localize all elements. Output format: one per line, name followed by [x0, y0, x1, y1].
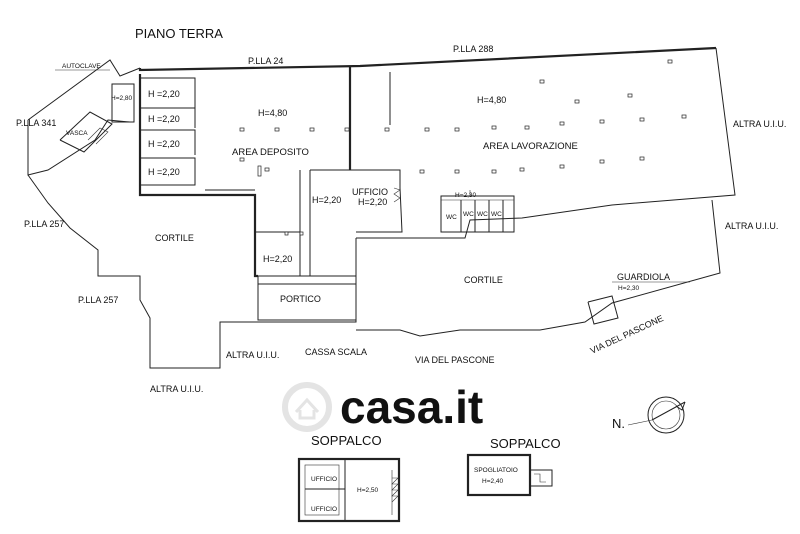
room-mid-height: H=2,20 — [312, 195, 341, 205]
parcel-257-label-a: P.LLA 257 — [24, 219, 64, 229]
via-pascone-diagonal: VIA DEL PASCONE — [589, 313, 665, 356]
ufficio-height: H=2,20 — [358, 197, 387, 207]
mezzanine-right: SOPPALCO SPOGLIATOIO H=2,40 — [466, 436, 561, 497]
watermark-text: casa.it — [340, 381, 483, 433]
altra-uiu-bottom: ALTRA U.I.U. — [226, 350, 279, 360]
area-lavorazione-label: AREA LAVORAZIONE — [483, 141, 578, 152]
room-h220-b: H =2,20 — [148, 114, 180, 124]
autoclave-label: AUTOCLAVE — [62, 63, 101, 70]
ground-floor-title: PIANO TERRA — [135, 26, 223, 41]
altra-uiu-right-mid: ALTRA U.I.U. — [725, 221, 778, 231]
ground-floor-labels: PIANO TERRA P.LLA 24 P.LLA 288 P.LLA 341… — [16, 26, 786, 394]
wc-3-label: WC — [477, 211, 488, 218]
deposito-height: H=4,80 — [258, 108, 287, 118]
guardiola-label: GUARDIOLA — [617, 272, 670, 282]
column-markers — [239, 59, 687, 236]
parcel-24-label: P.LLA 24 — [248, 56, 283, 66]
mezz-left-ufficio-top: UFFICIO — [311, 476, 337, 483]
parcel-288-label: P.LLA 288 — [453, 44, 493, 54]
altra-uiu-bottom-left: ALTRA U.I.U. — [150, 384, 203, 394]
parcel-341-label: P.LLA 341 — [16, 118, 56, 128]
cortile-right-label: CORTILE — [464, 275, 503, 285]
mezz-left-height: H=2,50 — [357, 487, 379, 494]
ground-floor-walls — [27, 46, 736, 369]
mezz-right-spogliatoio: SPOGLIATOIO — [474, 467, 518, 474]
mezzanine-left-title: SOPPALCO — [311, 433, 382, 448]
wc-1-label: WC — [446, 214, 457, 221]
autoclave-height: H=2,80 — [111, 95, 133, 102]
north-compass: N. — [612, 396, 686, 434]
mezz-right-height: H=2,40 — [482, 478, 504, 485]
wc-2-label: WC — [463, 211, 474, 218]
mezzanine-right-title: SOPPALCO — [490, 436, 561, 451]
via-pascone-front: VIA DEL PASCONE — [415, 355, 495, 365]
portico-label: PORTICO — [280, 294, 321, 304]
mezzanine-left: SOPPALCO UFFICIO UFFICIO H=2,50 — [297, 433, 401, 523]
room-h220-c: H =2,20 — [148, 139, 180, 149]
altra-uiu-right-top: ALTRA U.I.U. — [733, 119, 786, 129]
mezz-left-ufficio-bottom: UFFICIO — [311, 506, 337, 513]
cassa-scala-label: CASSA SCALA — [305, 347, 367, 357]
area-deposito-label: AREA DEPOSITO — [232, 147, 309, 158]
room-h220-d: H =2,20 — [148, 167, 180, 177]
watermark: casa.it — [282, 381, 483, 433]
cortile-left-label: CORTILE — [155, 233, 194, 243]
vasca-label: VASCA — [66, 130, 88, 137]
ufficio-label: UFFICIO — [352, 187, 388, 197]
parcel-257-label-b: P.LLA 257 — [78, 295, 118, 305]
wc-height: H=2,30 — [455, 192, 477, 199]
guardiola-height: H=2,30 — [618, 285, 640, 292]
room-h220-a: H =2,20 — [148, 89, 180, 99]
room-low-height: H=2,20 — [263, 254, 292, 264]
wc-4-label: WC — [491, 211, 502, 218]
lavorazione-height: H=4,80 — [477, 95, 506, 105]
north-label: N. — [612, 416, 625, 431]
